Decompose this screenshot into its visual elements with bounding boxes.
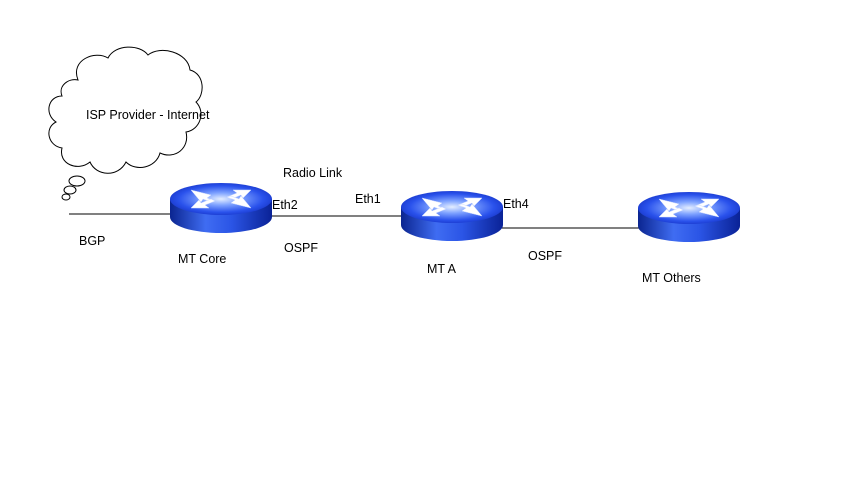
port-eth1-label: Eth1 (355, 192, 381, 206)
port-eth4-label: Eth4 (503, 197, 529, 211)
internet-cloud-icon (48, 46, 203, 201)
radio-ospf-label: OSPF (284, 241, 319, 255)
router-others-name: MT Others (642, 271, 701, 285)
bgp-label: BGP (79, 234, 106, 248)
router-a-icon[interactable] (400, 190, 504, 242)
others-ospf-label: OSPF (528, 249, 563, 263)
router-a-name: MT A (427, 262, 456, 276)
cloud-label: ISP Provider - Internet (86, 108, 210, 122)
router-core-icon[interactable] (169, 182, 273, 234)
connections (69, 213, 639, 229)
router-others-icon[interactable] (637, 191, 741, 243)
radio-link-label: Radio Link (283, 166, 343, 180)
port-eth2-label: Eth2 (272, 198, 298, 212)
router-core-name: MT Core (178, 252, 227, 266)
